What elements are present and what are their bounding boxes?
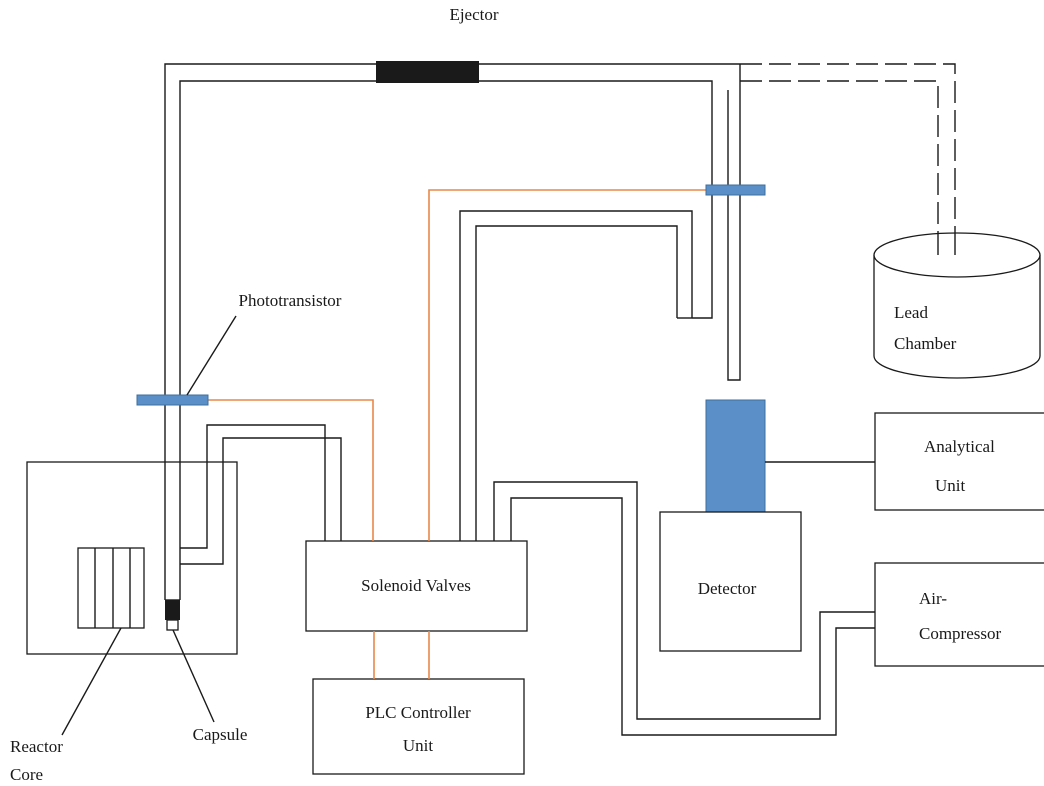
plc-controller-label-line2: Unit — [403, 736, 434, 755]
reactor-core-pointer — [61, 627, 122, 736]
phototransistor-pointer — [186, 315, 237, 396]
air-compressor-label-line1: Air- — [919, 589, 947, 608]
reactor-core — [77, 547, 145, 629]
analytical-unit-box — [874, 412, 1044, 511]
detector-box — [659, 511, 802, 652]
air-compressor-label-line2: Compressor — [919, 624, 1002, 643]
solenoid-valves-label: Solenoid Valves — [361, 576, 471, 595]
analytical-unit-label-line2: Unit — [935, 476, 966, 495]
analytical-unit-label-line1: Analytical — [924, 437, 995, 456]
reactor-core-label-line2: Core — [10, 765, 43, 784]
air-line-to-detector-tube — [459, 210, 693, 541]
phototransistor-label: Phototransistor — [239, 291, 342, 310]
lead-chamber-transfer-tube — [740, 63, 956, 255]
phototransistor-upper — [705, 184, 766, 196]
plc-signal-wires — [373, 631, 430, 679]
phototransistor-lower — [136, 394, 209, 406]
plc-controller-box — [312, 678, 525, 775]
capsule — [165, 600, 180, 620]
plc-controller-label-line1: PLC Controller — [365, 703, 471, 722]
ejector — [376, 61, 479, 83]
lead-chamber-label-line2: Chamber — [894, 334, 957, 353]
capsule-base — [166, 619, 179, 631]
solenoid-valves-box — [305, 540, 528, 632]
capsule-label: Capsule — [193, 725, 248, 744]
air-line-to-reactor — [180, 424, 342, 565]
upper-sensor-signal-wire — [428, 189, 706, 541]
detector-label: Detector — [698, 579, 757, 598]
lead-chamber-label-line1: Lead — [894, 303, 928, 322]
detector-probe — [705, 399, 766, 514]
phototransistor-signal-wire — [208, 399, 374, 541]
air-compressor-box — [874, 562, 1044, 667]
lead-chamber — [873, 232, 1041, 379]
ejector-label: Ejector — [449, 5, 498, 24]
capsule-pointer — [172, 629, 215, 723]
transfer-tube — [164, 63, 741, 601]
reactor-core-label-line1: Reactor — [10, 737, 63, 756]
air-line-to-compressor — [493, 481, 875, 736]
